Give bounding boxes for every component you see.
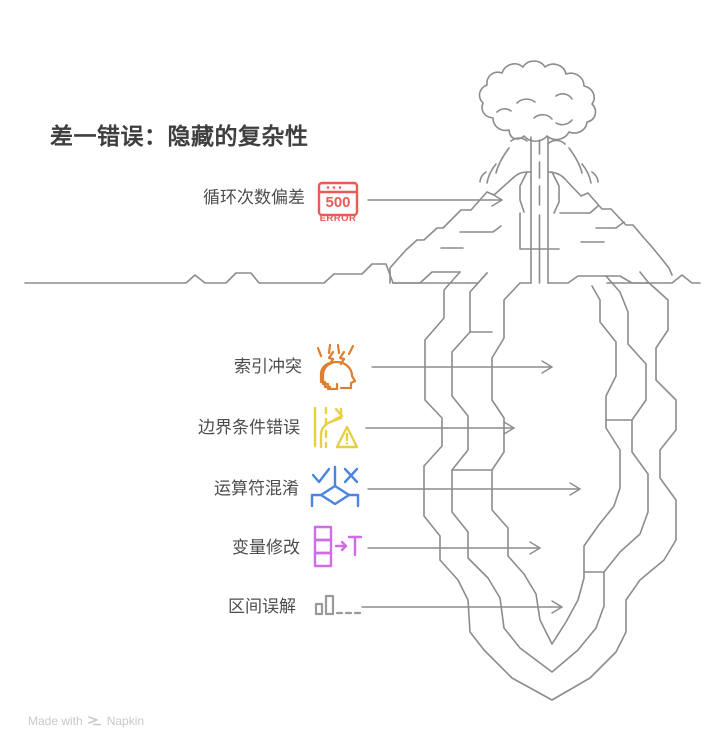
arrow-to-volcano-peak [367, 193, 503, 207]
iceberg-underwater-mass [392, 271, 677, 701]
error-word-text: ERROR [320, 213, 357, 224]
road-warning-icon [313, 406, 359, 449]
callout-label: 变量修改 [232, 538, 300, 557]
footer-made-with-text: Made with [28, 714, 83, 728]
error-code-text: 500 [325, 194, 350, 211]
arrow-row-2 [371, 360, 553, 374]
eruption-cloud-icon [478, 60, 597, 145]
napkin-logo-icon [87, 715, 102, 727]
callout-label: 边界条件错误 [198, 418, 300, 437]
interval-bars-icon [314, 594, 361, 616]
conflicting-heads-icon [316, 343, 357, 391]
lava-splash-icon [479, 147, 599, 184]
arrow-row-6 [361, 600, 563, 614]
page-title: 差一错误：隐藏的复杂性 [50, 123, 309, 149]
callout-label: 索引冲突 [234, 357, 302, 376]
arrow-row-3 [365, 421, 515, 435]
decision-diamond-icon [310, 465, 360, 508]
volcano-body [389, 171, 673, 284]
eruption-column [530, 136, 549, 179]
callout-label: 区间误解 [228, 597, 296, 616]
arrow-row-5 [367, 541, 541, 555]
footer-watermark: Made with Napkin [28, 714, 144, 728]
arrow-row-4 [367, 482, 581, 496]
waterline [24, 263, 701, 284]
http-500-error-icon: 500 ERROR [317, 181, 359, 224]
footer-brand-text: Napkin [106, 714, 145, 728]
callout-label: 循环次数偏差 [203, 188, 305, 207]
cells-to-t-icon [313, 525, 363, 568]
callout-label: 运算符混淆 [214, 479, 299, 498]
